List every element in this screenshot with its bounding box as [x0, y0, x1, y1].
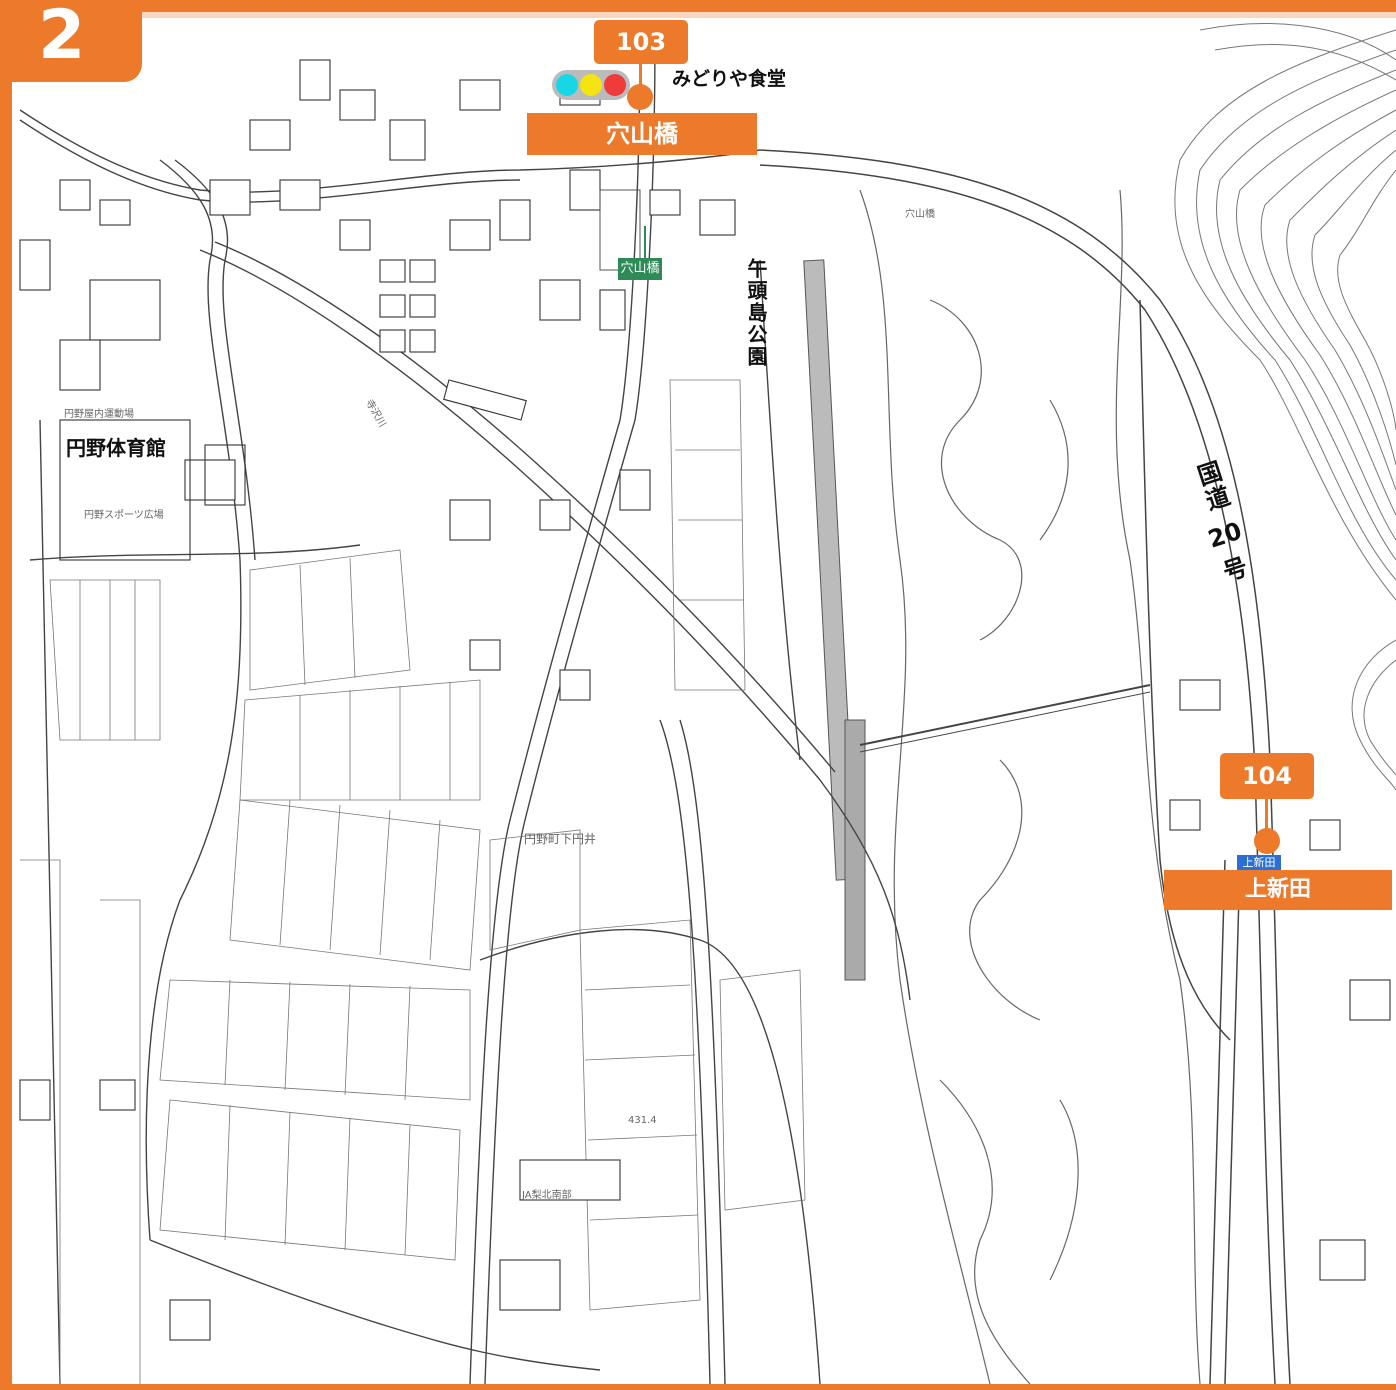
bus-stop-name-103[interactable]: 穴山橋 — [527, 113, 757, 155]
map-label-elevation: 431.4 — [628, 1115, 657, 1126]
gym-label: 円野体育館 — [64, 432, 168, 461]
map-stop-sign-anayamabashi — [644, 226, 646, 260]
map-label-sports-field: 円野スポーツ広場 — [84, 510, 164, 521]
left-border — [0, 0, 12, 1390]
map-label-ja: JA梨北南部 — [522, 1190, 572, 1201]
top-border — [0, 0, 1396, 12]
park-label: 午頭島公園 — [744, 258, 768, 368]
bus-stop-marker-103[interactable] — [627, 84, 653, 110]
farm-plots — [20, 379, 806, 1384]
map-label-bridge: 穴山橋 — [905, 209, 935, 220]
stop-number-badge-104: 104 — [1220, 753, 1314, 799]
bus-stop-name-104[interactable]: 上新田 — [1164, 870, 1392, 910]
map-label-district: 円野町下円井 — [524, 832, 597, 846]
restaurant-label: みどりや食堂 — [672, 68, 787, 90]
map-label-indoor-field: 円野屋内運動場 — [64, 409, 134, 420]
buildings — [19, 59, 1391, 1341]
page-number: 2 — [38, 0, 86, 75]
stop-number-badge-103: 103 — [594, 20, 688, 64]
river-channels — [859, 189, 1201, 1385]
traffic-signal-icon — [552, 70, 630, 100]
contour-lines — [1174, 23, 1396, 791]
bus-stop-marker-104[interactable] — [1254, 828, 1280, 854]
route-20-road — [759, 149, 1291, 1385]
map-stop-sign-label-103: 穴山橋 — [618, 258, 662, 280]
page-number-tab: 2 — [0, 0, 142, 82]
map-stop-sign-label-104: 上新田 — [1237, 855, 1281, 871]
